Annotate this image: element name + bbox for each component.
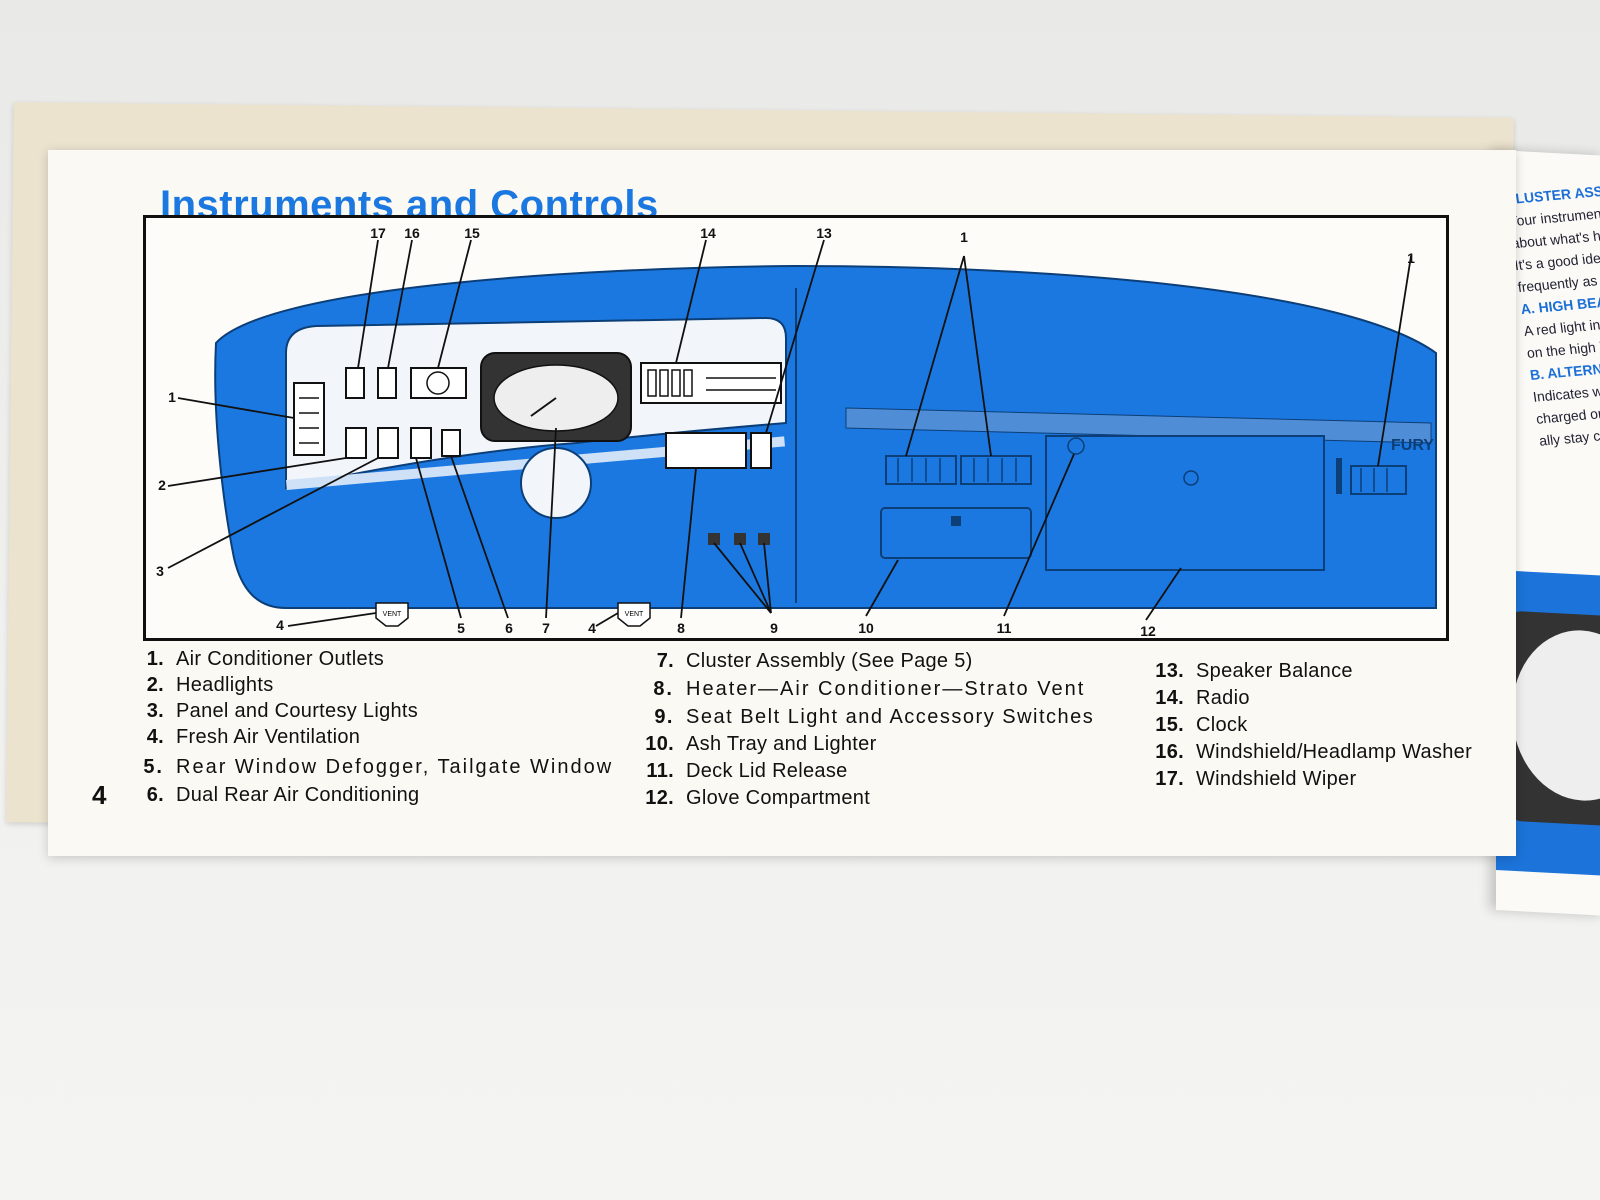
- callout-5: 5: [457, 620, 465, 636]
- headlight-switch: [345, 427, 367, 459]
- right-ac-outlet: [1350, 465, 1407, 495]
- callout-12: 12: [1140, 623, 1156, 638]
- clock-dial: [426, 371, 450, 395]
- legend-item: 14.Radio: [1155, 687, 1250, 709]
- vent-label: VENT: [625, 611, 644, 618]
- legend-item: 13.Speaker Balance: [1155, 660, 1353, 682]
- legend-item: 8.Heater—Air Conditioner—Strato Vent: [653, 678, 1086, 700]
- legend-item: 9.Seat Belt Light and Accessory Switches: [654, 706, 1095, 728]
- dashboard-illustration: VENT VENT FURY: [156, 225, 1437, 638]
- callout-11: 11: [997, 620, 1012, 636]
- legend-item: 6.Dual Rear Air Conditioning: [146, 784, 420, 806]
- fury-badge: FURY: [1391, 437, 1434, 454]
- dashboard-diagram: VENT VENT FURY: [143, 215, 1449, 641]
- page-number: 4: [92, 780, 107, 810]
- callout-14: 14: [700, 225, 716, 241]
- fresh-air-vent-right: [617, 602, 651, 627]
- callout-1: 1: [168, 389, 176, 405]
- steering-column: [520, 447, 592, 519]
- legend-item: 1.Air Conditioner Outlets: [146, 648, 385, 670]
- legend-item: 7.Cluster Assembly (See Page 5): [656, 650, 973, 672]
- rear-ac-switch: [441, 429, 461, 457]
- legend-item: 12.Glove Compartment: [645, 787, 871, 809]
- callout-17: 17: [370, 225, 386, 241]
- legend-item: 5.Rear Window Defogger, Tailgate Window: [143, 756, 614, 778]
- panel-light-switch: [377, 427, 399, 459]
- callout-3: 3: [156, 563, 164, 579]
- accessory-switch: [734, 533, 746, 545]
- callout-1: 1: [1407, 250, 1415, 266]
- glove-lock: [1183, 470, 1199, 486]
- callout-6: 6: [505, 620, 513, 636]
- legend-item: 11.Deck Lid Release: [646, 760, 848, 782]
- accessory-switch: [708, 533, 720, 545]
- fresh-air-vent-left: [375, 602, 409, 627]
- vent-label: VENT: [383, 611, 402, 618]
- callout-2: 2: [158, 477, 166, 493]
- callout-13: 13: [816, 225, 832, 241]
- ash-tray: [880, 507, 1032, 559]
- wiper-switch: [345, 367, 365, 399]
- facing-page-text: CLUSTER ASSE Your instrument about what'…: [1504, 174, 1600, 451]
- radio-unit: [640, 362, 782, 404]
- center-vent-left: [885, 455, 957, 485]
- washer-switch: [377, 367, 397, 399]
- callout-15: 15: [464, 225, 480, 241]
- legend-item: 10.Ash Tray and Lighter: [645, 733, 877, 755]
- legend-item: 17.Windshield Wiper: [1155, 768, 1357, 790]
- callout-10: 10: [858, 620, 874, 636]
- legend-item: 15.Clock: [1155, 714, 1248, 736]
- glove-compartment: [1045, 435, 1325, 571]
- callout-4: 4: [588, 620, 596, 636]
- callout-1: 1: [960, 229, 968, 245]
- callout-16: 16: [404, 225, 420, 241]
- heater-controls: [665, 432, 747, 469]
- callout-7: 7: [542, 620, 550, 636]
- callout-9: 9: [770, 620, 778, 636]
- defogger-switch: [410, 427, 432, 459]
- speaker-balance: [750, 432, 772, 469]
- deck-lid-release: [1067, 437, 1085, 455]
- legend-item: 4.Fresh Air Ventilation: [146, 726, 361, 748]
- legend-item: 16.Windshield/Headlamp Washer: [1155, 741, 1473, 763]
- callout-4: 4: [276, 617, 284, 633]
- callout-leaders: [167, 239, 1412, 627]
- left-ac-outlet: [293, 382, 325, 456]
- textured-crash-pad: [845, 407, 1432, 444]
- callout-8: 8: [677, 620, 685, 636]
- legend-item: 3.Panel and Courtesy Lights: [146, 700, 419, 722]
- legend-item: 2.Headlights: [146, 674, 274, 696]
- accessory-switch: [758, 533, 770, 545]
- center-vent-right: [960, 455, 1032, 485]
